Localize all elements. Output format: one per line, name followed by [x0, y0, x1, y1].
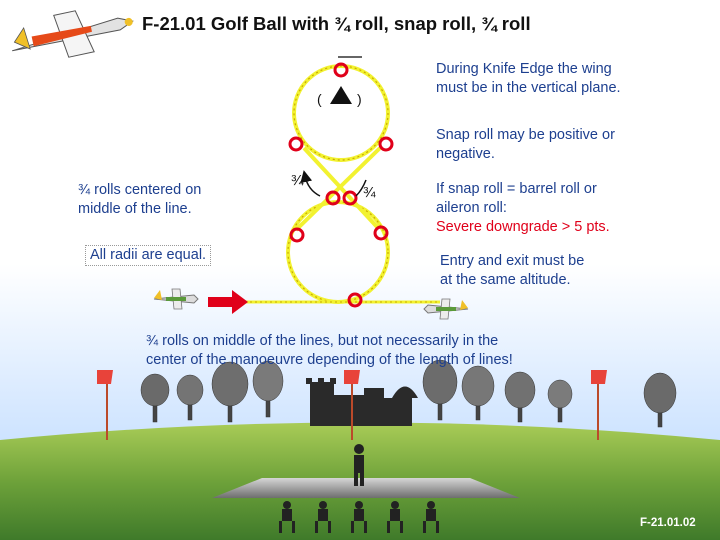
roll-arrow-left-icon [300, 170, 321, 197]
pilot-figure [354, 444, 364, 486]
right-flag [591, 370, 607, 440]
fraction-right-label: ¾ [363, 184, 376, 201]
snap-roll-note-line-1: Snap roll may be positive or [436, 127, 615, 143]
knife-edge-note-line-1: During Knife Edge the wing [436, 61, 612, 77]
entry-arrow-icon [208, 290, 248, 314]
fraction-left-label: ¾ [291, 172, 304, 189]
sky-background [0, 0, 720, 440]
centered-note-line-1: ¾ rolls centered on [78, 182, 202, 198]
barrel-roll-penalty: Severe downgrade > 5 pts. [436, 219, 610, 235]
entry-plane-icon [153, 288, 199, 310]
snap-roll-symbol: ( ) [317, 86, 362, 107]
snap-roll-note: Snap roll may be positive or negative. [436, 126, 615, 164]
slide-number: F-21.01.02 [640, 517, 696, 529]
tree-group [140, 359, 677, 428]
knife-edge-note-line-2: must be in the vertical plane. [436, 80, 621, 96]
barrel-roll-note-line-2: aileron roll: [436, 200, 507, 216]
barrel-roll-note: If snap roll = barrel roll or aileron ro… [436, 180, 610, 237]
radii-note: All radii are equal. [84, 245, 212, 266]
roll-markers [288, 62, 394, 308]
top-loop-path-dash [293, 65, 389, 161]
left-flag [97, 370, 113, 440]
centered-note: ¾ rolls centered on middle of the line. [78, 181, 201, 219]
entry-exit-note-line-1: Entry and exit must be [440, 253, 585, 269]
diagonal-right-path [294, 146, 382, 232]
bottom-note-line-2: center of the manoeuvre depending of the… [146, 352, 513, 368]
svg-text:(: ( [317, 91, 322, 107]
barrel-roll-note-line-1: If snap roll = barrel roll or [436, 181, 597, 197]
knife-edge-note: During Knife Edge the wing must be in th… [436, 60, 621, 98]
bottom-note-line-1: ¾ rolls on middle of the lines, but not … [146, 333, 499, 349]
castle-silhouette [306, 378, 418, 426]
judges-panel [279, 501, 439, 533]
snap-roll-note-line-2: negative. [436, 146, 495, 162]
exit-plane-icon [423, 298, 469, 320]
aerobatic-plane-logo-icon [12, 10, 134, 58]
roll-arrow-right-icon [355, 179, 367, 197]
center-flag [344, 370, 360, 440]
runway [212, 478, 520, 498]
svg-text:): ) [357, 91, 362, 107]
entry-exit-note-line-2: at the same altitude. [440, 272, 571, 288]
bottom-note: ¾ rolls on middle of the lines, but not … [146, 332, 513, 370]
page-title: F-21.01 Golf Ball with ¾ roll, snap roll… [142, 13, 531, 34]
centered-note-line-2: middle of the line. [78, 201, 192, 217]
entry-exit-note: Entry and exit must be at the same altit… [440, 252, 584, 290]
